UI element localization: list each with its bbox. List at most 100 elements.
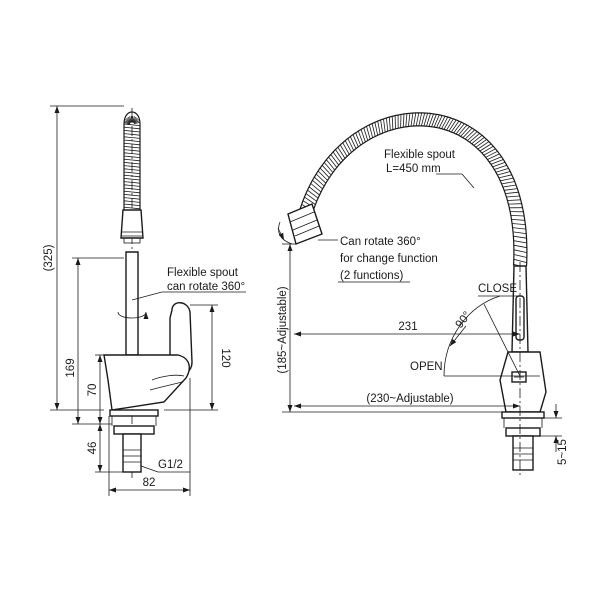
coil-ring bbox=[123, 200, 141, 203]
coil-ring bbox=[448, 119, 457, 132]
coil-ring bbox=[319, 167, 330, 178]
coil-ring bbox=[314, 176, 325, 187]
coil-ring bbox=[467, 131, 478, 141]
coil-ring bbox=[328, 156, 338, 168]
coil-ring bbox=[124, 120, 131, 124]
angle-arc bbox=[443, 295, 501, 377]
dim-shank-length: 46 bbox=[87, 442, 99, 455]
coil-ring bbox=[344, 140, 352, 153]
coil-ring bbox=[436, 115, 443, 128]
dim-overall-height: (325) bbox=[43, 244, 55, 271]
coil-ring bbox=[123, 206, 141, 210]
coil-ring bbox=[487, 153, 500, 160]
coil-ring bbox=[475, 139, 487, 148]
coil-ring bbox=[498, 174, 512, 179]
coil-ring bbox=[443, 117, 451, 130]
coil-ring bbox=[500, 177, 514, 182]
coil-ring bbox=[441, 116, 449, 129]
coil-ring bbox=[363, 127, 369, 141]
coil-ring bbox=[123, 152, 141, 155]
coil-ring bbox=[433, 114, 440, 128]
side-view: (185~Adjustable) 231 (230~Adjustable) 5~… bbox=[277, 112, 569, 478]
coil-ring bbox=[308, 186, 320, 196]
dim-lever-height: 120 bbox=[219, 348, 231, 367]
coil-ring bbox=[513, 258, 527, 263]
coil-ring bbox=[421, 112, 426, 126]
coil-ring bbox=[126, 117, 131, 123]
coil-ring bbox=[123, 174, 141, 178]
coil-ring bbox=[415, 112, 420, 126]
coil-ring bbox=[494, 164, 508, 170]
coil-ring bbox=[123, 168, 141, 171]
coil-ring bbox=[464, 129, 475, 140]
coil-ring bbox=[132, 116, 135, 123]
coil-ring bbox=[371, 123, 376, 137]
coil-ring bbox=[446, 118, 454, 131]
coil-ring bbox=[305, 193, 317, 202]
dim-width: 82 bbox=[143, 477, 156, 489]
coil-ring bbox=[497, 171, 511, 176]
coil-ring bbox=[391, 116, 394, 130]
dim-reach: 231 bbox=[398, 321, 417, 333]
coil-ring bbox=[501, 181, 515, 185]
dim-spout-height: 169 bbox=[65, 358, 77, 377]
front-view: (325) 169 70 46 120 82 G1/2 Flexible spo… bbox=[43, 105, 246, 496]
coil-ring bbox=[512, 223, 526, 225]
side-arch-hose bbox=[298, 112, 528, 269]
coil-ring bbox=[504, 188, 518, 191]
coil-ring bbox=[123, 133, 141, 136]
coil-ring bbox=[512, 231, 527, 234]
coil-ring bbox=[377, 121, 381, 135]
coil-ring bbox=[485, 150, 498, 158]
coil-ring bbox=[337, 146, 346, 159]
coil-ring bbox=[123, 149, 141, 152]
coil-ring bbox=[131, 116, 134, 123]
coil-ring bbox=[123, 187, 141, 190]
coil-ring bbox=[438, 116, 446, 129]
coil-ring bbox=[513, 249, 527, 253]
thread-label: G1/2 bbox=[158, 459, 183, 471]
open-label: OPEN bbox=[410, 361, 443, 373]
coil-ring bbox=[123, 126, 141, 130]
coil-ring bbox=[347, 138, 355, 151]
coil-ring bbox=[123, 158, 141, 162]
coil-ring bbox=[123, 178, 141, 181]
close-label: CLOSE bbox=[478, 283, 517, 295]
coil-ring bbox=[455, 123, 465, 135]
coil-ring bbox=[483, 148, 496, 156]
dim-adjustable-reach: (230~Adjustable) bbox=[366, 393, 453, 405]
coil-ring bbox=[492, 161, 506, 168]
coil-ring bbox=[457, 124, 468, 136]
coil-ring bbox=[123, 203, 141, 206]
front-note-line2: can rotate 360° bbox=[167, 281, 245, 293]
function-note-line1: Can rotate 360° bbox=[340, 236, 421, 248]
coil-ring bbox=[321, 164, 332, 176]
coil-ring bbox=[471, 134, 483, 145]
front-coil-hose bbox=[123, 111, 141, 210]
coil-ring bbox=[123, 136, 141, 139]
coil-ring bbox=[123, 181, 141, 184]
coil-ring bbox=[410, 112, 414, 127]
coil-ring bbox=[339, 144, 348, 157]
hose-note-line2: L=450 mm bbox=[386, 163, 441, 175]
dim-base-to-lever: 70 bbox=[87, 384, 99, 397]
coil-ring bbox=[460, 126, 470, 137]
coil-ring bbox=[317, 170, 328, 181]
coil-ring bbox=[402, 113, 405, 128]
coil-ring bbox=[123, 142, 141, 146]
coil-ring bbox=[418, 112, 423, 126]
coil-ring bbox=[326, 159, 336, 171]
coil-ring bbox=[323, 162, 334, 173]
coil-ring bbox=[335, 149, 344, 161]
coil-ring bbox=[125, 118, 131, 124]
coil-ring bbox=[383, 118, 386, 133]
coil-ring bbox=[355, 132, 361, 146]
coil-ring bbox=[510, 215, 525, 217]
coil-ring bbox=[481, 145, 494, 154]
side-spray-head bbox=[287, 203, 323, 245]
coil-ring bbox=[342, 142, 350, 155]
coil-ring bbox=[506, 195, 520, 198]
coil-ring bbox=[413, 112, 417, 127]
coil-ring bbox=[428, 113, 434, 127]
coil-ring bbox=[123, 171, 141, 174]
